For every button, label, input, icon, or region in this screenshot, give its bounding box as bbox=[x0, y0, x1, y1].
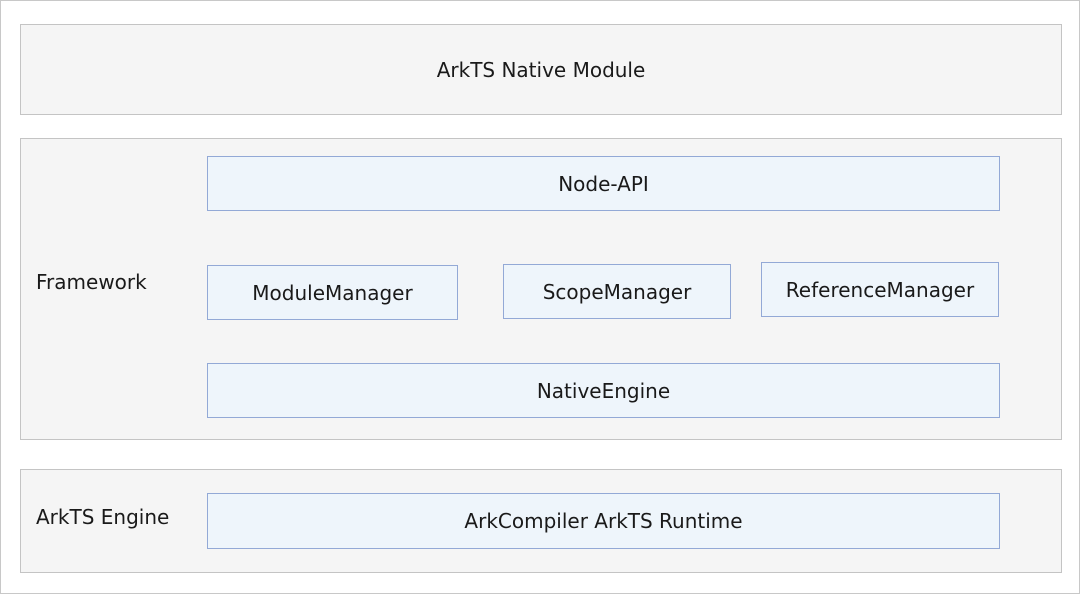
node-api-block: Node-API bbox=[207, 156, 1000, 211]
arkts-native-module-title: ArkTS Native Module bbox=[436, 57, 646, 82]
framework-label: Framework bbox=[36, 270, 147, 294]
arkts-native-module-layer: ArkTS Native Module bbox=[20, 24, 1062, 115]
reference-manager-block: ReferenceManager bbox=[761, 262, 999, 317]
scope-manager-block: ScopeManager bbox=[503, 264, 731, 319]
module-manager-block: ModuleManager bbox=[207, 265, 458, 320]
arkts-engine-label: ArkTS Engine bbox=[36, 505, 170, 529]
arkcompiler-runtime-block: ArkCompiler ArkTS Runtime bbox=[207, 493, 1000, 549]
native-engine-block: NativeEngine bbox=[207, 363, 1000, 418]
